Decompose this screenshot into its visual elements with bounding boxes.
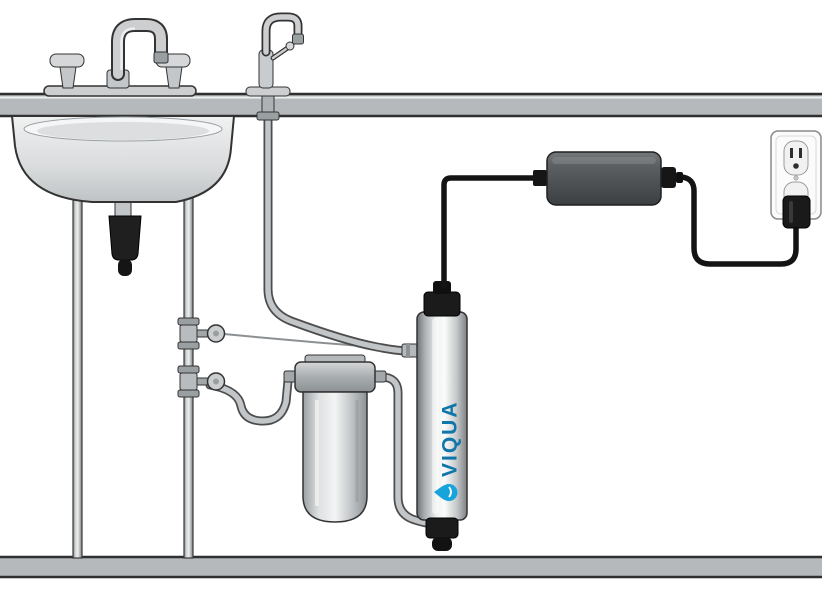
plug-body <box>782 195 811 229</box>
valve-lower-handle-hub <box>213 378 219 385</box>
outlet-top-receptacle <box>783 140 809 176</box>
tube-filter-to-uv <box>378 374 436 527</box>
uv-top-cap <box>423 291 461 317</box>
upper-shutoff-valve <box>177 317 226 350</box>
dw-faucet-shank <box>261 95 275 115</box>
adapter-highlight <box>552 157 656 164</box>
drain-body <box>108 215 142 261</box>
countertop-slab <box>0 92 822 118</box>
water-drop-icon <box>434 484 458 501</box>
wall-plug <box>782 195 811 229</box>
connecting-tubing <box>205 114 438 529</box>
prefilter-housing <box>283 354 387 523</box>
filter-cap <box>294 361 376 393</box>
faucet-spout-highlight <box>120 27 136 70</box>
outlet-slot-right <box>799 148 802 158</box>
cord-to-uv <box>441 175 538 289</box>
valve-lower-body <box>179 372 198 391</box>
viqua-logo: VIQUA <box>434 400 462 501</box>
valve-lower-nut-bottom <box>177 389 200 398</box>
countertop <box>0 92 822 118</box>
adapter-connector-left <box>533 170 547 186</box>
kitchen-sink <box>10 115 236 203</box>
faucet-aerator <box>153 51 169 64</box>
drain-tip <box>118 259 132 276</box>
uv-disinfection-chamber: VIQUA <box>401 281 468 551</box>
dw-faucet-lever-knob <box>285 41 295 51</box>
faucet-handle-right-stem <box>165 66 183 89</box>
faucet-handle-left-stem <box>59 66 77 89</box>
dw-faucet-lever <box>271 45 291 60</box>
valve-lower-nut-top <box>177 365 200 374</box>
tube-uv-to-faucet <box>265 116 412 354</box>
adapter-connector-right <box>661 167 676 188</box>
outlet-slot-left <box>790 148 793 158</box>
outlet-ground-hole <box>793 163 799 169</box>
lower-shutoff-valve <box>177 365 226 398</box>
valve-upper-nut-top <box>177 317 200 326</box>
outlet-screw <box>793 175 799 181</box>
valve-upper-nut-bottom <box>177 341 200 350</box>
tube-valve-to-filter <box>207 378 291 424</box>
kitchen-faucet <box>43 18 197 97</box>
plug-highlight <box>789 201 793 223</box>
faucet-handle-left <box>49 53 85 68</box>
uv-port-nut <box>406 343 410 358</box>
power-cord <box>441 174 799 289</box>
dw-faucet-mount-nut <box>256 111 280 121</box>
uv-chamber-highlight <box>432 318 439 514</box>
cord-to-outlet <box>678 174 799 267</box>
faucet-spout <box>113 20 166 79</box>
dw-faucet-neck <box>263 14 301 55</box>
uv-bottom-tip <box>432 537 452 551</box>
power-supply-adapter <box>533 151 683 206</box>
supply-pipe-left <box>72 195 83 559</box>
adapter-body <box>546 151 662 206</box>
floor <box>0 555 822 579</box>
water-drop-swoosh <box>448 486 452 498</box>
drinking-water-faucet <box>245 12 304 121</box>
adapter-connector-nub <box>676 172 683 183</box>
valve-upper-body <box>179 324 198 343</box>
brand-label: VIQUA <box>439 400 462 477</box>
dw-faucet-tip <box>292 33 304 45</box>
tube-uv-to-faucet-outline <box>263 114 414 356</box>
valve-upper-handle-hub <box>213 330 219 337</box>
sink-basin-shadow <box>37 122 209 140</box>
uv-bottom-cap <box>425 517 459 539</box>
sink-drain-trap <box>108 199 142 276</box>
